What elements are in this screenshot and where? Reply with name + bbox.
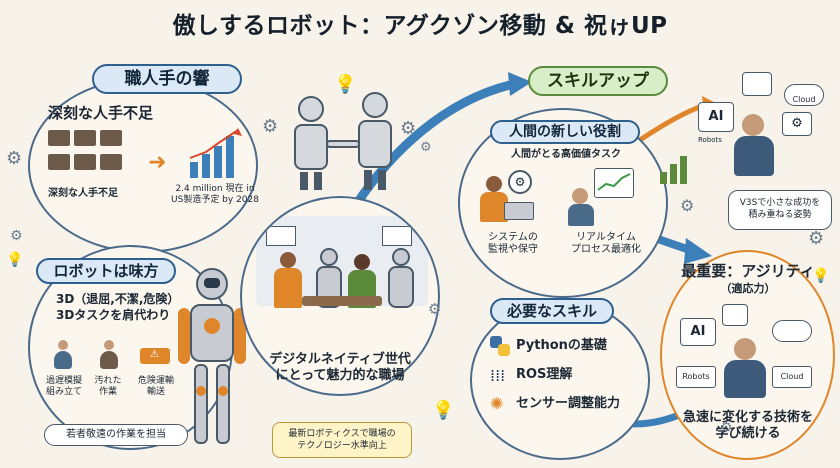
right-arrow-icon: ➜	[148, 150, 167, 175]
flow-arrowhead	[684, 238, 712, 264]
gear-icon: ⚙	[808, 228, 825, 249]
task2-label: 汚れた 作業	[94, 376, 122, 397]
factory-icon	[100, 130, 122, 146]
robot-ally-line2: 3Dタスクを肩代わり	[56, 308, 171, 322]
lightbulb-icon: 💡	[432, 400, 455, 421]
robot-ally-line1: 3D（退屈,不潔,危険）	[56, 292, 180, 306]
labor-caption: 深刻な人手不足	[48, 188, 118, 199]
workplace-caption: デジタルネイティブ世代 にとって魅力的な職場	[269, 352, 411, 383]
handshake-robots-illustration	[288, 92, 398, 192]
ai-cloud-illustration: AI Cloud ⚙ Robots	[690, 72, 830, 182]
skill-item-1: Pythonの基礎	[516, 338, 607, 353]
skills-bubble	[470, 300, 650, 460]
factory-icon	[74, 130, 96, 146]
optimization-worker-illustration	[568, 168, 638, 228]
factory-icon	[48, 130, 70, 146]
hazard-transport-icon: ⚠	[140, 342, 172, 368]
sensor-icon: ✺	[490, 394, 504, 413]
skills-heading: 必要なスキル	[490, 298, 614, 324]
gear-icon: ⚙	[262, 116, 279, 137]
factory-icon	[74, 154, 96, 170]
page-title: 傲しするロボット：アグクゾン移動 & 祝ゖUP	[172, 13, 668, 39]
workplace-bubble	[240, 196, 440, 396]
habit-note: V3Sで小さな成功を 積み重ねる姿勢	[728, 190, 832, 230]
skill-item-3: センサー調整能力	[516, 396, 621, 411]
gear-icon: ⚙	[680, 196, 695, 215]
factory-icon	[48, 154, 70, 170]
task3-label: 危険運輸 輸送	[137, 376, 174, 397]
cloud-screen: Cloud	[772, 366, 812, 388]
robot-ally-heading: ロボットは味方	[36, 258, 176, 284]
flow-arrowhead	[508, 72, 532, 96]
gear-icon: ⚙	[10, 228, 23, 244]
skillup-heading: スキルアップ	[528, 66, 668, 96]
agility-footer: 急速に変化する技術を 学び続ける	[682, 410, 813, 441]
ai-screen: AI	[680, 318, 716, 346]
gear-icon: ⚙	[400, 118, 417, 139]
task1-label: 過遅模擬 組み立て	[45, 376, 82, 397]
role2-label: リアルタイム プロセス最適化	[571, 232, 641, 255]
gear-icon: ⚙	[420, 140, 432, 155]
robots-screen: Robots	[676, 366, 716, 388]
dirty-work-icon	[96, 340, 122, 370]
gear-icon: ⚙	[720, 420, 733, 436]
gear-icon: ⚙	[428, 300, 442, 318]
lightbulb-icon: 💡	[812, 268, 830, 284]
agility-heading: 最重要：アジリティ	[681, 262, 815, 280]
ai-screen: AI	[698, 102, 734, 132]
agility-illustration: AI Robots Cloud	[676, 300, 826, 400]
monitoring-worker-illustration: ⚙	[478, 168, 538, 228]
robot-ally-footer: 若者敬遠の作業を担当	[44, 424, 188, 446]
role1-label: システムの 監視や保守	[488, 232, 538, 255]
lightbulb-icon: 💡	[334, 74, 357, 95]
ros-icon: ⁞⁞⁞	[490, 366, 506, 385]
cloud-icon: Cloud	[784, 84, 824, 106]
agility-sub: （適応力）	[720, 282, 776, 295]
lightbulb-icon: 💡	[6, 252, 24, 268]
assembly-worker-icon	[50, 340, 76, 370]
orange-robot-illustration	[178, 268, 248, 448]
gear-icon: ⚙	[6, 148, 23, 169]
human-role-sub: 人間がとる高価値タスク	[511, 149, 621, 160]
skill-item-2: ROS理解	[516, 367, 573, 382]
factory-icons	[48, 130, 144, 184]
factory-icon	[100, 154, 122, 170]
labor-stat: 2.4 million 現在 in US製造予定 by 2028	[171, 184, 259, 205]
labor-subheading: 深刻な人手不足	[48, 104, 154, 122]
robots-mini-label: Robots	[698, 136, 722, 144]
mini-bars-icon	[660, 156, 687, 184]
growth-chart-icon	[189, 128, 242, 178]
python-icon	[490, 336, 510, 356]
human-role-heading: 人間の新しい役割	[490, 120, 640, 144]
workplace-note: 最新ロボティクスで職場の テクノロジー水準向上	[272, 422, 412, 458]
labor-heading: 職人手の響	[92, 64, 242, 94]
